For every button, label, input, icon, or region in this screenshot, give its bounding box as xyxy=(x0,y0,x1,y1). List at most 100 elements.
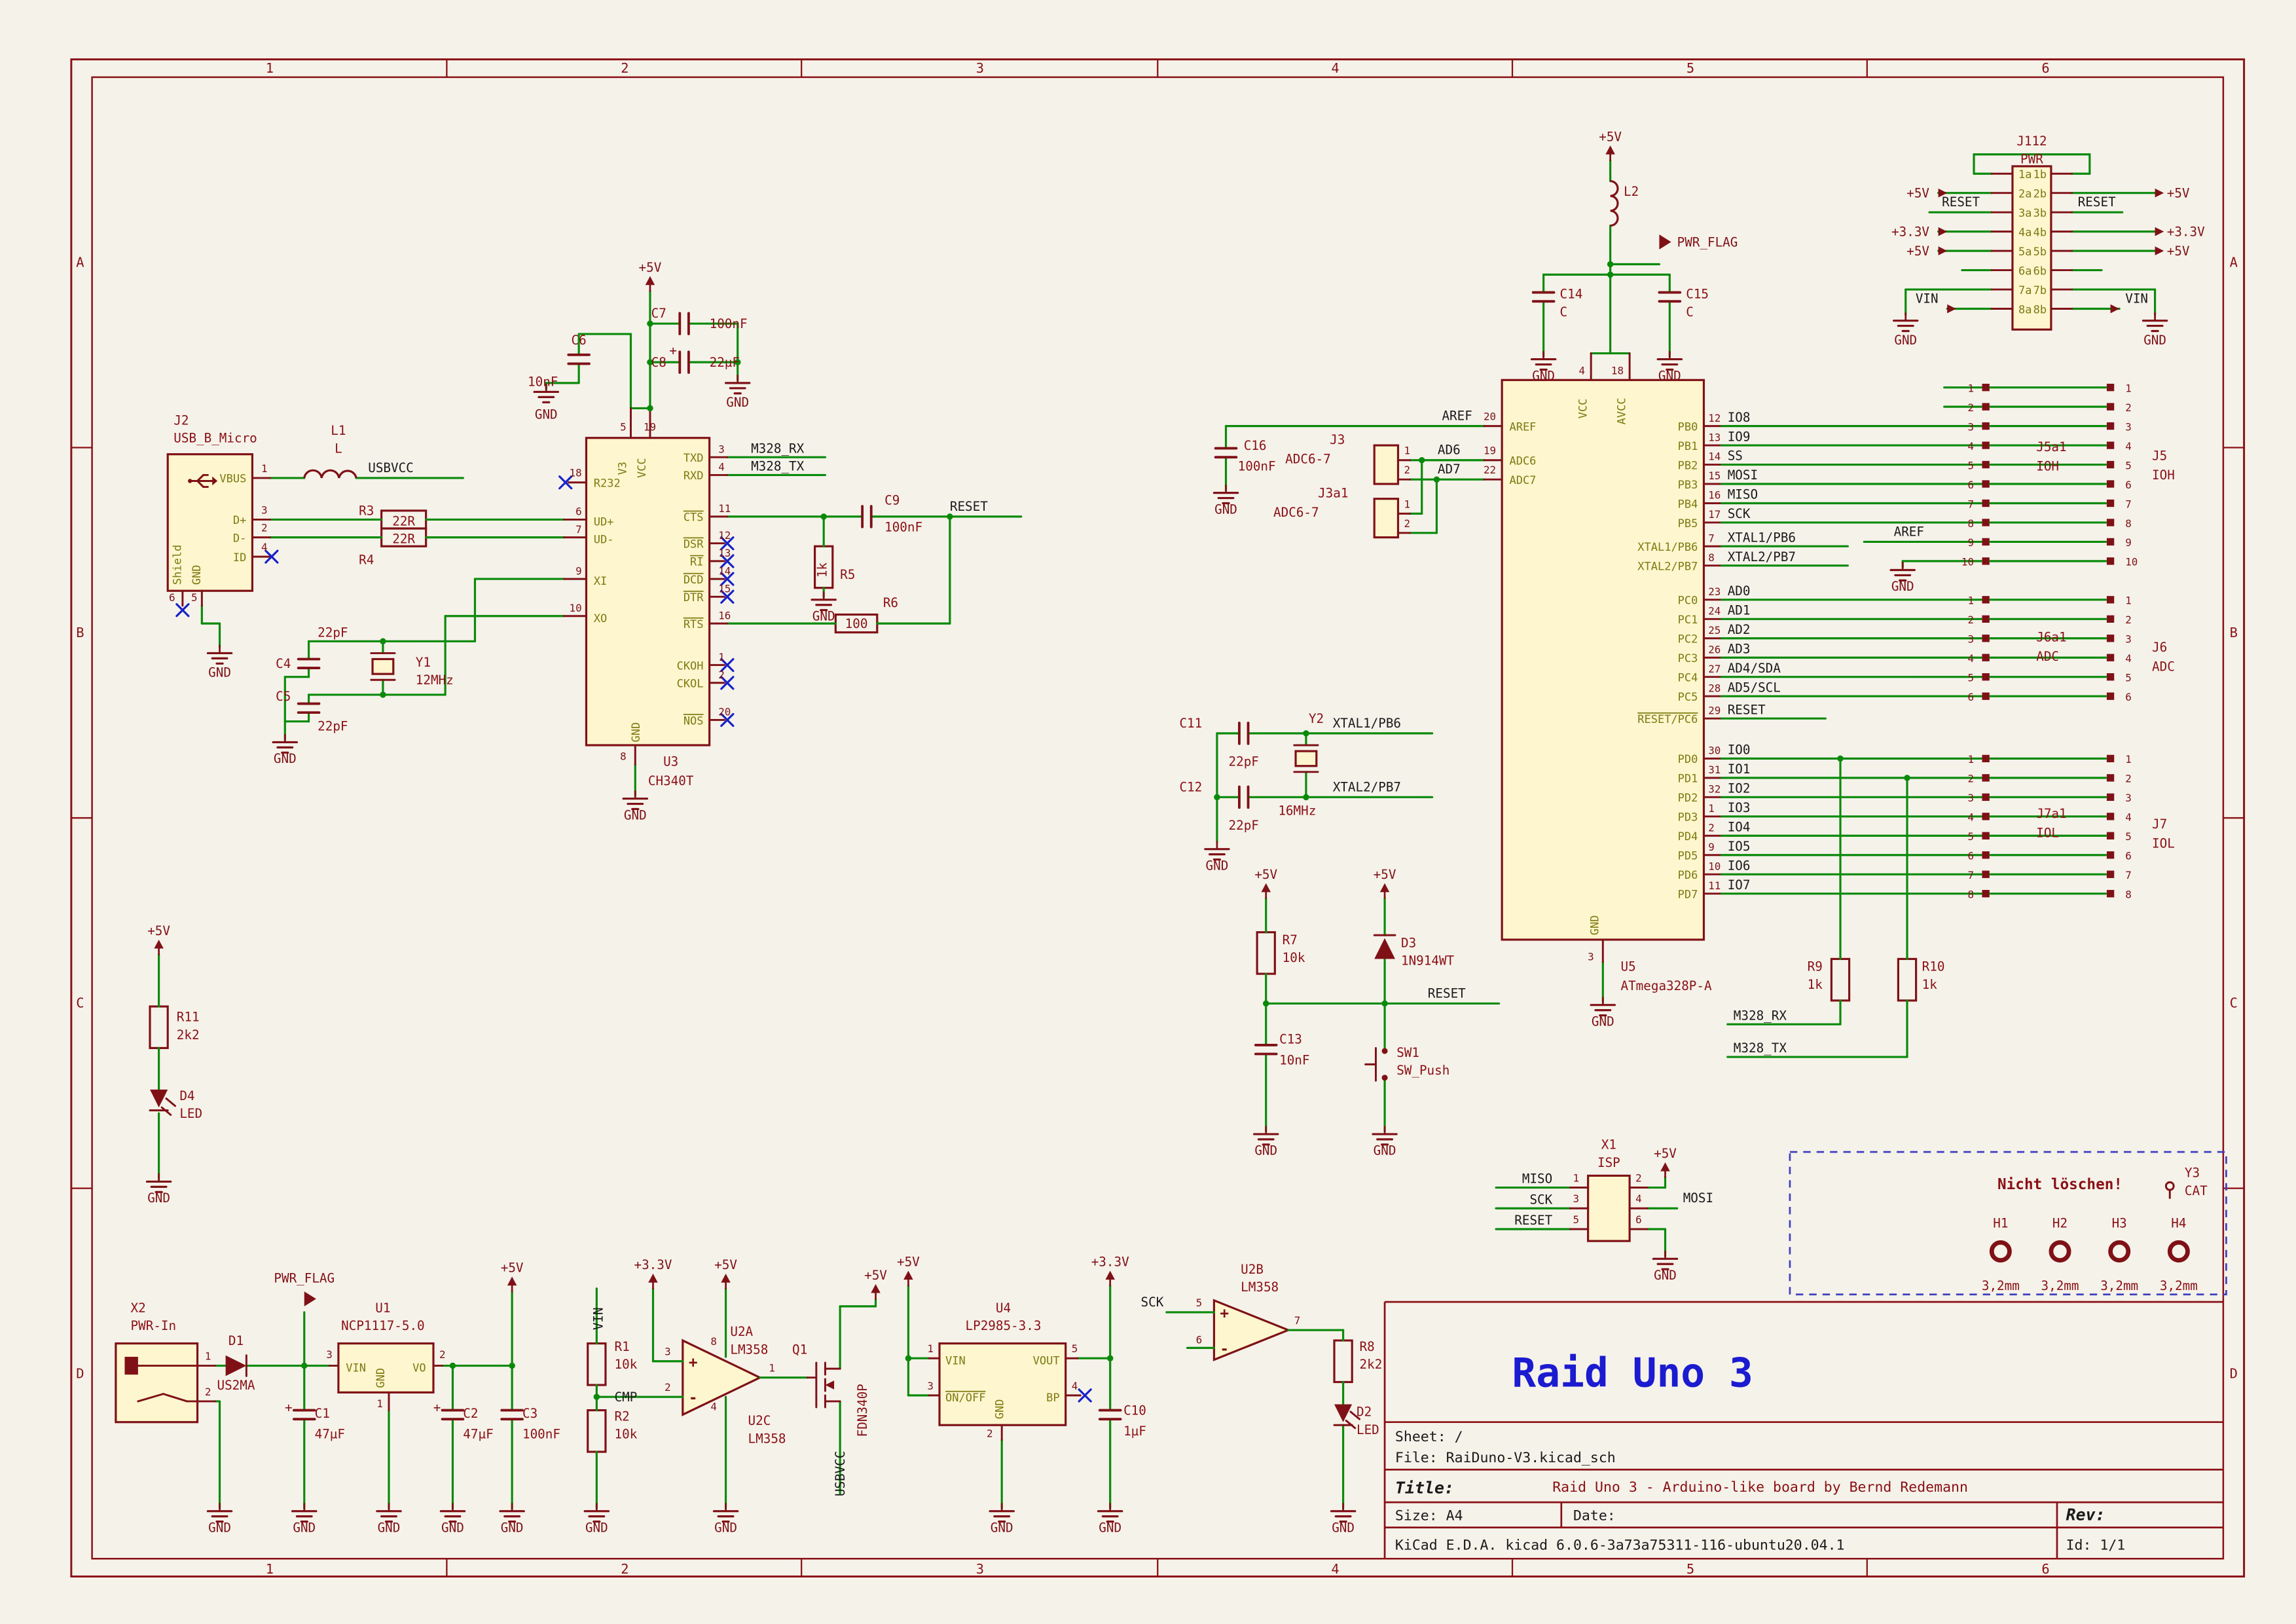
device-poly xyxy=(825,1380,835,1390)
pin-name: PD6 xyxy=(1678,869,1698,882)
pin-number: 15 xyxy=(718,582,731,595)
frame-label: C xyxy=(2230,995,2238,1011)
opamp-sign: - xyxy=(1220,1340,1229,1357)
pin-name: XTAL1/PB6 xyxy=(1637,541,1698,554)
net-label: XTAL1/PB6 xyxy=(1728,530,1796,545)
keepout-box xyxy=(1789,1151,2227,1296)
pin-number: 8 xyxy=(2125,517,2132,530)
opamp-body[interactable] xyxy=(1212,1299,1291,1361)
frame-label: D xyxy=(76,1365,84,1381)
pin-name: 6a xyxy=(2018,265,2032,278)
junction xyxy=(1433,476,1440,483)
pwr-in-body[interactable] xyxy=(115,1342,199,1424)
device-poly xyxy=(1659,234,1671,249)
pin-number: 5 xyxy=(2125,672,2132,684)
pin-number: 3 xyxy=(261,504,268,516)
component-value: 3,2mm xyxy=(2100,1278,2138,1293)
component-value: C xyxy=(1560,304,1568,320)
component-value: 16MHz xyxy=(1278,803,1316,819)
pin-number: 3 xyxy=(1588,951,1594,963)
ch340t-body[interactable] xyxy=(585,437,711,747)
pin-number: 2 xyxy=(1404,464,1411,476)
pin-pad xyxy=(2106,673,2115,681)
pin-pad xyxy=(2106,774,2115,782)
component-ref: R10 xyxy=(1922,959,1945,974)
mounting-hole-h1 xyxy=(1989,1240,2012,1263)
pin-number: 2 xyxy=(1404,517,1411,530)
power-arrow xyxy=(154,939,164,949)
component-ref: J7 xyxy=(2152,817,2167,832)
pin-name: RESET/PC6 xyxy=(1637,713,1698,726)
pin-number: 4 xyxy=(261,541,268,553)
pin-name: 6b xyxy=(2033,265,2047,278)
power-arrow xyxy=(507,1276,517,1286)
pin-pad xyxy=(1982,596,1990,604)
r2-body[interactable] xyxy=(587,1409,607,1453)
pin-number: 19 xyxy=(644,420,656,433)
lp2985-body[interactable] xyxy=(938,1342,1067,1426)
pin-number: 1 xyxy=(1967,753,1974,766)
component-ref: C7 xyxy=(651,306,666,321)
r9-body[interactable] xyxy=(1830,957,1851,1002)
r8-body[interactable] xyxy=(1333,1339,1353,1384)
pin-pad xyxy=(1982,890,1990,898)
opamp-body[interactable] xyxy=(682,1338,763,1416)
power-label: GND xyxy=(501,1520,524,1535)
component-ref: X1 xyxy=(1601,1137,1616,1153)
power-arrow xyxy=(1660,1162,1670,1172)
power-label: GND xyxy=(1374,1143,1396,1158)
pin-number: 6 xyxy=(1967,850,1974,862)
pin-pad xyxy=(2106,441,2115,449)
usb-connector-body[interactable] xyxy=(166,453,254,592)
usb-icon xyxy=(188,479,192,483)
power-label: +5V xyxy=(639,260,662,275)
pin-number: 19 xyxy=(1484,445,1496,457)
junction xyxy=(1303,794,1309,801)
pin-number: 18 xyxy=(570,467,582,479)
pin-number: 8 xyxy=(1967,888,1974,900)
sheet-title: Raid Uno 3 - Arduino-like board by Bernd… xyxy=(1552,1479,1968,1496)
pin-name: PB1 xyxy=(1678,440,1698,453)
pin-pad xyxy=(2106,654,2115,661)
pin-name: DTR xyxy=(683,591,704,604)
crystal-y1-body[interactable] xyxy=(371,657,395,675)
title-block: Raid Uno 3 Sheet: / File: RaiDuno-V3.kic… xyxy=(1383,1301,2223,1559)
junction xyxy=(449,1362,456,1369)
component-ref: C9 xyxy=(884,493,900,508)
pin-name: AVCC xyxy=(1615,397,1628,424)
j112-body[interactable] xyxy=(2011,165,2052,331)
pin-number: 7 xyxy=(1294,1314,1301,1327)
component-value: 22µF xyxy=(710,355,740,370)
power-label: +5V xyxy=(897,1255,920,1270)
r11-body[interactable] xyxy=(149,1005,169,1050)
r7-body[interactable] xyxy=(1256,931,1276,975)
pin-pad xyxy=(1982,538,1990,546)
pin-pad xyxy=(1982,460,1990,469)
j3a1-body[interactable] xyxy=(1373,498,1400,539)
r10-body[interactable] xyxy=(1897,957,1918,1002)
power-label: PWR_FLAG xyxy=(274,1271,335,1286)
pin-number: 5 xyxy=(1196,1297,1203,1309)
pin-name: UD- xyxy=(594,534,614,547)
pin-number: 16 xyxy=(1708,489,1721,502)
r1-body[interactable] xyxy=(587,1342,607,1386)
crystal-y2-body[interactable] xyxy=(1294,750,1318,767)
component-value: 3,2mm xyxy=(2160,1278,2198,1293)
isp-body[interactable] xyxy=(1587,1174,1631,1242)
ncp1117-body[interactable] xyxy=(337,1342,435,1393)
pin-pad xyxy=(1982,480,1990,488)
j3-body[interactable] xyxy=(1373,444,1400,485)
pin-name: 8b xyxy=(2033,303,2047,316)
power-label: GND xyxy=(585,1520,608,1535)
pin-pad xyxy=(2106,557,2115,565)
component-ref: X2 xyxy=(131,1301,146,1316)
component-ref: J7a1 xyxy=(2036,806,2066,821)
sheet-company: KiCad E.D.A. kicad 6.0.6-3a73a75311-116-… xyxy=(1395,1538,1845,1554)
label-arrow xyxy=(1947,304,1956,314)
pin-number: 5 xyxy=(620,420,627,433)
component-value: IOL xyxy=(2152,836,2175,851)
inductor-coil xyxy=(1610,179,1619,227)
pin-number: 1 xyxy=(1967,595,1974,607)
junction xyxy=(947,513,953,520)
pin-number: 1 xyxy=(1404,498,1411,510)
